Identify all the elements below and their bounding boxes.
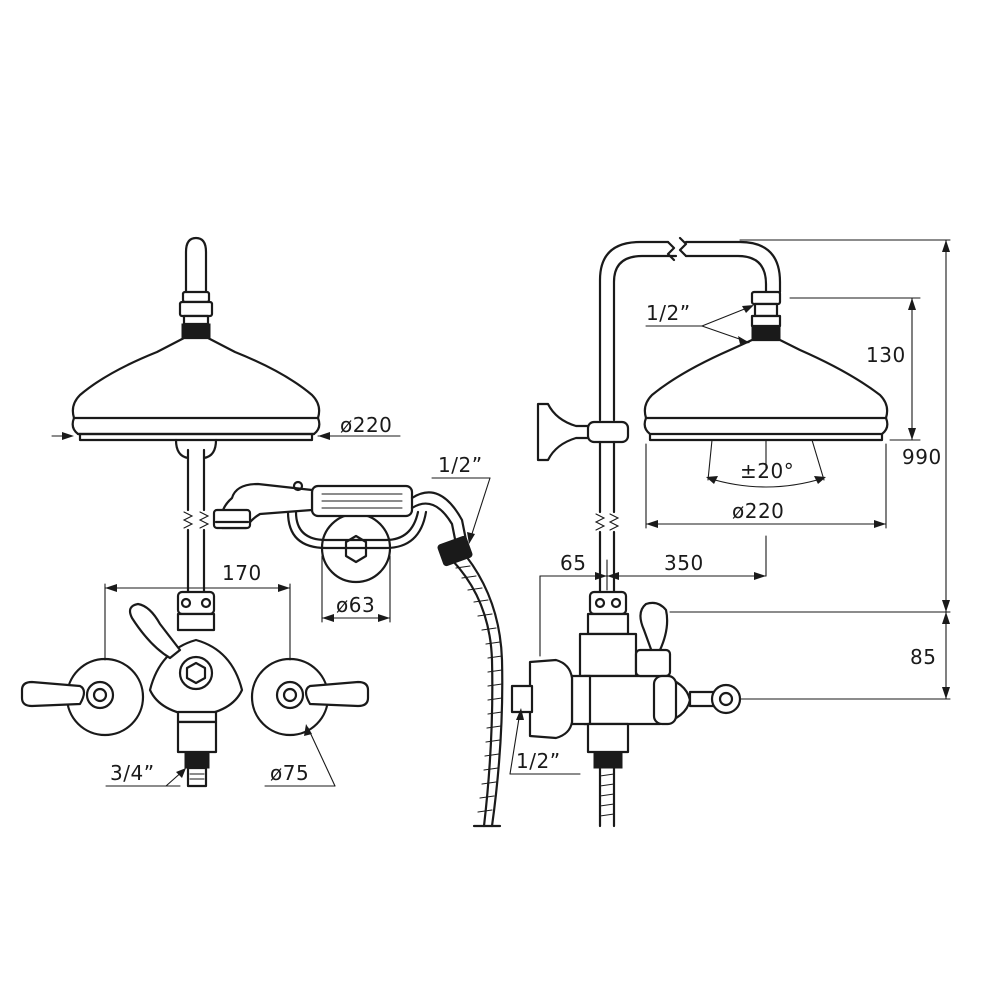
side-inlet-dim: 1/2”	[509, 708, 581, 775]
front-hose-dim: 1/2”	[431, 453, 491, 544]
side-head-height-label: 130	[866, 343, 906, 367]
side-arm-length-label: 350	[664, 551, 704, 575]
front-inlet-dim: 3/4”	[105, 761, 186, 787]
side-wall-offset-label: 65	[560, 551, 586, 575]
side-mixer	[510, 590, 742, 828]
side-inlet-label: 1/2”	[516, 749, 561, 773]
front-flange-dim: ø75	[264, 724, 336, 787]
front-holder-label: ø63	[336, 593, 375, 617]
side-shower-head	[643, 338, 889, 481]
front-spacing-dim: 170	[104, 561, 291, 661]
side-total-height-dim: 990	[669, 239, 951, 613]
side-mixer-height-label: 85	[910, 645, 936, 669]
front-riser-pipe	[174, 438, 218, 594]
front-view: ø220	[20, 236, 504, 828]
side-head-diameter-dim: ø220	[645, 443, 887, 529]
side-total-height-label: 990	[902, 445, 942, 469]
side-overhead-arm	[598, 236, 782, 422]
side-head-thread-label: 1/2”	[646, 301, 691, 325]
front-hose	[437, 535, 504, 828]
front-handles	[20, 602, 370, 708]
front-holder-dim: ø63	[321, 555, 391, 623]
side-wall-bracket	[536, 402, 630, 462]
front-shower-head	[71, 336, 321, 442]
side-head-diameter-label: ø220	[732, 499, 784, 523]
side-tilt-dim: ±20°	[706, 459, 826, 488]
side-view: 1/2” 130 990 ±20°	[509, 236, 951, 828]
front-hose-label: 1/2”	[438, 453, 483, 477]
front-head-diameter-dim: ø220	[51, 413, 401, 440]
side-head-height-dim: 130	[789, 297, 921, 441]
side-riser-pipe	[594, 440, 620, 594]
front-hand-shower	[212, 480, 468, 584]
front-spacing-label: 170	[222, 561, 262, 585]
side-tilt-label: ±20°	[740, 459, 794, 483]
side-mixer-height-dim: 85	[739, 611, 951, 700]
front-inlet-label: 3/4”	[110, 761, 155, 785]
front-shower-arm	[178, 236, 214, 349]
side-offset-dims: 65 350	[539, 535, 767, 657]
front-flange-label: ø75	[270, 761, 309, 785]
front-mixer-body	[65, 590, 330, 788]
side-head-thread-dim: 1/2”	[645, 301, 754, 344]
front-head-diameter-label: ø220	[340, 413, 392, 437]
